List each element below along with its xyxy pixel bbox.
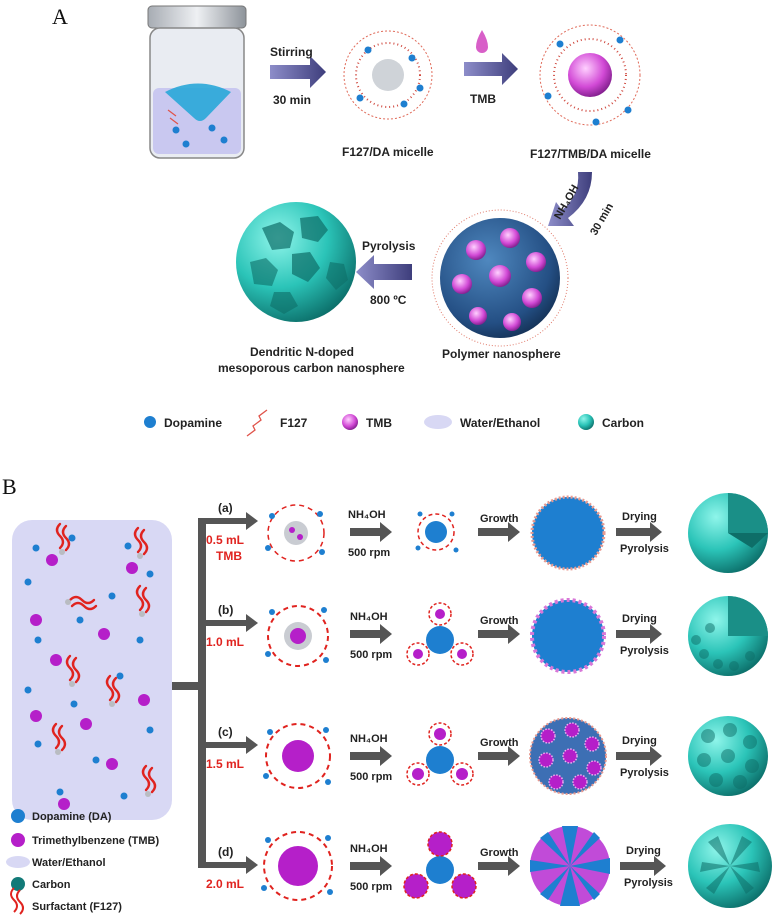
row-d-tag: (d)	[218, 845, 233, 859]
row-a-amount2: TMB	[216, 549, 242, 563]
row-b-carbon-sphere	[688, 596, 768, 676]
nh4oh-time: 30 min	[588, 201, 616, 237]
row-c-reagent: NH₄OH	[350, 733, 388, 745]
solution-box	[12, 520, 172, 820]
stirring-time: 30 min	[273, 93, 311, 107]
panel-b-label: B	[2, 474, 17, 499]
row-b-seed	[406, 602, 474, 666]
legend-b-surfactant: Surfactant (F127)	[32, 901, 122, 913]
polymer-nanosphere	[431, 209, 569, 347]
legend-a-carbon: Carbon	[602, 416, 644, 430]
row-b-pyrolysis: Pyrolysis	[620, 645, 669, 657]
row-a-solid-sphere	[530, 495, 606, 571]
dopamine-legend-icon	[144, 416, 156, 428]
carbon-nanosphere	[236, 202, 356, 322]
row-a-micelle	[265, 504, 325, 562]
carbon-legend-icon	[578, 414, 594, 430]
row-c-growth: Growth	[480, 737, 519, 749]
tmb-droplet-icon	[476, 30, 488, 53]
pyrolysis-arrow	[356, 255, 412, 289]
row-d-sphere	[530, 826, 610, 906]
row-c-amount: 1.5 mL	[206, 757, 244, 771]
row-c-sphere	[529, 717, 607, 795]
nh4oh-arrow	[548, 172, 592, 226]
row-a-tag: (a)	[218, 501, 233, 515]
row-d-pyrolysis: Pyrolysis	[624, 877, 673, 889]
row-d-drying: Drying	[626, 845, 661, 857]
row-a-drying: Drying	[622, 511, 657, 523]
legend-b: Dopamine (DA) Trimethylbenzene (TMB) Wat…	[6, 809, 159, 915]
row-a-speed: 500 rpm	[348, 547, 390, 559]
micelle2-label: F127/TMB/DA micelle	[530, 147, 651, 161]
legend-a-dopamine: Dopamine	[164, 416, 222, 430]
row-a-reagent: NH₄OH	[348, 509, 386, 521]
panel-a-label: A	[52, 4, 68, 29]
row-c-seed	[406, 722, 474, 786]
f127-da-micelle	[343, 30, 433, 120]
row-b-sphere	[530, 598, 606, 674]
polymer-label: Polymer nanosphere	[442, 347, 561, 361]
micelle1-label: F127/DA micelle	[342, 145, 434, 159]
legend-b-tmb: Trimethylbenzene (TMB)	[32, 835, 159, 847]
pyrolysis-temp: 800 ºC	[370, 293, 407, 307]
legend-b-water: Water/Ethanol	[32, 857, 106, 869]
row-d-growth: Growth	[480, 847, 519, 859]
branch-connector	[172, 512, 258, 874]
row-b-amount: 1.0 mL	[206, 635, 244, 649]
row-b-reagent: NH₄OH	[350, 611, 388, 623]
row-c-pyrolysis: Pyrolysis	[620, 767, 669, 779]
row-d-speed: 500 rpm	[350, 881, 392, 893]
row-a-carbon-sphere	[688, 493, 768, 573]
pyrolysis-label: Pyrolysis	[362, 239, 416, 253]
row-d: NH₄OH 500 rpm Growth Drying Pyrolysis	[261, 824, 772, 908]
row-d-micelle	[261, 831, 333, 901]
row-c-carbon-sphere	[688, 716, 768, 796]
row-b: NH₄OH 500 rpm Growth Drying Pyrolysis	[265, 596, 768, 676]
row-c: NH₄OH 500 rpm Growth Drying Pyrolysis	[263, 716, 768, 796]
legend-a-water: Water/Ethanol	[460, 416, 540, 430]
row-d-reagent: NH₄OH	[350, 843, 388, 855]
carbon-label-line2: mesoporous carbon nanosphere	[218, 361, 405, 375]
carbon-legend-b-icon	[11, 877, 25, 891]
row-a-amount: 0.5 mL	[206, 533, 244, 547]
legend-b-carbon: Carbon	[32, 879, 71, 891]
row-b-tag: (b)	[218, 603, 233, 617]
row-b-micelle	[265, 605, 329, 667]
stirring-label: Stirring	[270, 45, 313, 59]
dopamine-da-legend-icon	[11, 809, 25, 823]
row-c-tag: (c)	[218, 725, 233, 739]
water-legend-icon	[424, 415, 452, 429]
legend-a-tmb: TMB	[366, 416, 392, 430]
tmb-arrow-label: TMB	[470, 92, 496, 106]
row-c-micelle	[263, 723, 331, 789]
row-b-speed: 500 rpm	[350, 649, 392, 661]
row-a-pyrolysis: Pyrolysis	[620, 543, 669, 555]
row-a-growth: Growth	[480, 513, 519, 525]
f127-legend-icon	[246, 409, 268, 437]
surfactant-legend-icon	[10, 887, 24, 915]
row-d-seed	[403, 831, 477, 899]
carbon-label-line1: Dendritic N-doped	[250, 345, 354, 359]
row-d-amount: 2.0 mL	[206, 877, 244, 891]
water-legend-b-icon	[6, 856, 30, 868]
row-a-seed	[415, 511, 459, 553]
row-b-drying: Drying	[622, 613, 657, 625]
f127-tmb-da-micelle	[539, 24, 641, 126]
row-c-drying: Drying	[622, 735, 657, 747]
tmb-legend-b-icon	[11, 833, 25, 847]
stirring-arrow	[270, 56, 326, 88]
row-c-speed: 500 rpm	[350, 771, 392, 783]
tmb-arrow	[464, 53, 518, 85]
legend-a: Dopamine F127 TMB Water/Ethanol Carbon	[144, 409, 644, 437]
row-a: NH₄OH 500 rpm Growth Drying Pyrolysis	[265, 493, 768, 573]
row-d-carbon-sphere	[688, 824, 772, 908]
legend-a-f127: F127	[280, 416, 308, 430]
reaction-jar	[147, 5, 247, 159]
row-b-growth: Growth	[480, 615, 519, 627]
tmb-legend-icon	[342, 414, 358, 430]
legend-b-dopamine: Dopamine (DA)	[32, 811, 112, 823]
